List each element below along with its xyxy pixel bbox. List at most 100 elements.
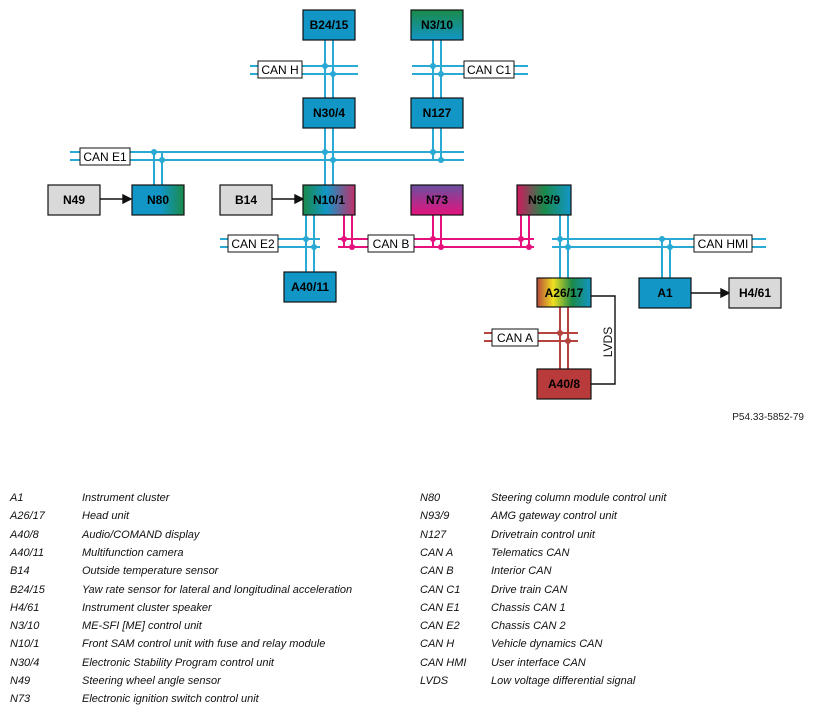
legend-description: Instrument cluster speaker [82, 601, 212, 614]
unit-a1: A1 [638, 277, 692, 309]
legend-code: CAN E2 [420, 620, 460, 633]
svg-text:H4/61: H4/61 [739, 286, 771, 300]
legend-description: Multifunction camera [82, 546, 184, 559]
lvds-label: LVDS [601, 327, 615, 357]
legend-code: N49 [10, 675, 31, 687]
svg-text:A40/11: A40/11 [291, 280, 329, 294]
svg-text:B24/15: B24/15 [310, 18, 349, 32]
svg-text:CAN B: CAN B [373, 237, 410, 251]
svg-text:N49: N49 [63, 193, 85, 207]
unit-n127: N127 [410, 97, 464, 129]
svg-text:N73: N73 [426, 193, 448, 207]
legend-item: N10/1 Front SAM control unit with fuse an… [10, 638, 400, 652]
svg-text:CAN C1: CAN C1 [467, 63, 511, 77]
legend-description: Outside temperature sensor [82, 565, 219, 578]
unit-n10-1: N10/1 [302, 184, 356, 216]
svg-text:N30/4: N30/4 [313, 106, 345, 120]
unit-n3-10: N3/10 [410, 9, 464, 41]
can-hmi-label: CAN HMI [693, 234, 753, 253]
legend-description: ME-SFI [ME] control unit [82, 620, 202, 633]
legend-code: CAN B [420, 565, 454, 578]
unit-a26-17: A26/17 [536, 277, 592, 308]
unit-n49: N49 [47, 184, 101, 216]
legend-item: A1 Instrument cluster [10, 492, 400, 506]
can-e1-label: CAN E1 [79, 147, 131, 166]
svg-text:N80: N80 [147, 193, 169, 207]
legend-code: A40/8 [10, 528, 39, 541]
legend-code: N80 [420, 492, 441, 504]
legend-description: AMG gateway control unit [491, 510, 617, 523]
junction-dots [151, 63, 673, 250]
legend-description: Audio/COMAND display [82, 528, 200, 541]
svg-text:N3/10: N3/10 [421, 18, 453, 32]
svg-text:A40/8: A40/8 [548, 377, 580, 391]
junction-dots-pink [341, 236, 532, 250]
legend-code: N93/9 [420, 510, 450, 523]
unit-n73: N73 [410, 184, 464, 216]
unit-b24-15: B24/15 [302, 9, 356, 41]
svg-text:CAN HMI: CAN HMI [698, 237, 749, 251]
svg-text:A26/17: A26/17 [545, 286, 584, 300]
legend-description: Electronic ignition switch control unit [82, 693, 259, 706]
legend-code: A1 [10, 492, 24, 504]
arrows [98, 193, 731, 299]
legend-item: N80 Steering column module control unit [420, 492, 810, 506]
lvds-link [591, 295, 616, 385]
legend-code: CAN E1 [420, 601, 460, 614]
blue-connectors [153, 40, 671, 280]
unit-n80: N80 [131, 184, 185, 216]
legend-item: H4/61 Instrument cluster speaker [10, 602, 400, 616]
legend-code: H4/61 [10, 601, 40, 614]
svg-text:CAN H: CAN H [261, 63, 298, 77]
legend-code: N10/1 [10, 638, 40, 651]
can-b-bus [338, 238, 534, 248]
legend-description: Interior CAN [491, 565, 552, 578]
legend-item: CAN B Interior CAN [420, 565, 810, 579]
unit-b14: B14 [219, 184, 273, 216]
svg-text:CAN E1: CAN E1 [83, 150, 127, 164]
svg-text:N93/9: N93/9 [528, 193, 560, 207]
legend-code: A40/11 [10, 546, 45, 559]
legend-item: CAN E1 Chassis CAN 1 [420, 602, 810, 616]
legend-code: N3/10 [10, 620, 40, 633]
legend-code: B14 [10, 565, 30, 578]
can-e2-label: CAN E2 [227, 234, 279, 253]
legend-description: Drivetrain control unit [491, 528, 595, 541]
legend-code: N73 [10, 693, 31, 706]
svg-text:CAN A: CAN A [497, 331, 533, 345]
legend-description: Drive train CAN [491, 583, 568, 596]
legend-description: Front SAM control unit with fuse and rel… [82, 638, 326, 651]
can-c1-label: CAN C1 [463, 60, 515, 79]
legend-description: Head unit [82, 510, 130, 523]
legend-item: CAN E2 Chassis CAN 2 [420, 620, 810, 634]
legend-item: B14 Outside temperature sensor [10, 565, 400, 579]
legend-description: Chassis CAN 1 [491, 601, 566, 614]
unit-a40-11: A40/11 [283, 271, 337, 303]
reference-code: P54.33-5852-79 [732, 412, 804, 423]
legend-description: Chassis CAN 2 [491, 620, 566, 633]
legend-code: A26/17 [10, 510, 45, 523]
legend-description: User interface CAN [491, 656, 586, 669]
legend-description: Steering column module control unit [491, 492, 667, 504]
can-a-label: CAN A [491, 328, 539, 347]
legend-description: Vehicle dynamics CAN [491, 638, 603, 651]
can-b-label: CAN B [367, 234, 415, 253]
legend-code: B24/15 [10, 583, 45, 596]
unit-h4-61: H4/61 [728, 277, 782, 309]
can-h-label: CAN H [257, 60, 303, 79]
legend-item: A40/11 Multifunction camera [10, 547, 400, 561]
legend-description: Instrument cluster [82, 492, 170, 504]
legend-item: CAN C1 Drive train CAN [420, 584, 810, 598]
unit-a40-8: A40/8 [536, 368, 592, 400]
legend-item: N93/9 AMG gateway control unit [420, 510, 810, 524]
legend-code: CAN C1 [420, 583, 461, 596]
legend-code: LVDS [420, 675, 449, 687]
unit-n93-9: N93/9 [516, 184, 572, 216]
svg-text:CAN E2: CAN E2 [231, 237, 275, 251]
